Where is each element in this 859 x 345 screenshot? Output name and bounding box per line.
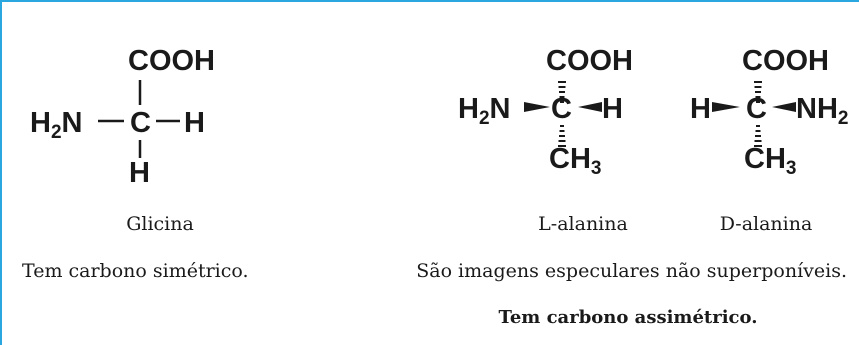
glycine-carbon: C <box>130 107 151 139</box>
l-alanine-ch3-sub: 3 <box>591 158 602 179</box>
d-alanine-ch3: CH3 <box>744 143 796 179</box>
l-alanine-cooh: COOH <box>546 45 633 77</box>
frame-top-border <box>0 0 859 2</box>
mirror-images-note: São imagens especulares não superponívei… <box>416 260 847 282</box>
glycine-nh2: H2N <box>30 107 82 143</box>
l-alanine-caption: L-alanina <box>538 213 628 235</box>
glycine-nh2-h: H <box>30 107 51 139</box>
asymmetric-carbon-note: Tem carbono assimétrico. <box>499 307 758 328</box>
d-alanine-hashed-bond-top <box>754 81 762 103</box>
d-alanine-caption: D-alanina <box>720 213 813 235</box>
d-alanine-nh2-nh: NH <box>796 93 838 125</box>
glycine-h-right: H <box>184 107 205 139</box>
frame-left-border <box>0 0 2 345</box>
d-alanine-structure: COOH H C NH2 CH3 <box>690 45 848 179</box>
glycine-structure: COOH H2N C H H <box>30 45 215 189</box>
glycine-caption: Glicina <box>126 213 194 235</box>
l-alanine-nh2-h: H <box>458 93 479 125</box>
l-alanine-wedge-right <box>578 102 602 112</box>
d-alanine-ch3-sub: 3 <box>786 158 797 179</box>
d-alanine-nh2-sub: 2 <box>838 108 849 129</box>
l-alanine-nh2: H2N <box>458 93 510 129</box>
d-alanine-nh2: NH2 <box>796 93 848 129</box>
l-alanine-hashed-bond-bottom <box>558 125 566 147</box>
d-alanine-wedge-right <box>772 102 796 112</box>
glycine-h-bottom: H <box>129 157 150 189</box>
l-alanine-h-right: H <box>602 93 623 125</box>
l-alanine-ch3: CH3 <box>549 143 601 179</box>
l-alanine-hashed-bond-top <box>558 81 566 103</box>
l-alanine-nh2-sub: 2 <box>479 108 490 129</box>
l-alanine-carbon: C <box>551 93 572 125</box>
d-alanine-wedge-left <box>712 102 740 112</box>
d-alanine-cooh: COOH <box>742 45 829 77</box>
d-alanine-carbon: C <box>746 93 767 125</box>
glycine-cooh: COOH <box>128 45 215 77</box>
l-alanine-nh2-n: N <box>490 93 511 125</box>
l-alanine-wedge-left <box>524 102 550 112</box>
l-alanine-structure: COOH H2N C H CH3 <box>458 45 633 179</box>
d-alanine-hashed-bond-bottom <box>754 125 762 147</box>
glycine-nh2-sub: 2 <box>51 122 62 143</box>
glycine-nh2-n: N <box>62 107 83 139</box>
symmetric-carbon-note: Tem carbono simétrico. <box>22 260 249 282</box>
d-alanine-ch3-ch: CH <box>744 143 786 175</box>
l-alanine-ch3-ch: CH <box>549 143 591 175</box>
d-alanine-h-left: H <box>690 93 711 125</box>
